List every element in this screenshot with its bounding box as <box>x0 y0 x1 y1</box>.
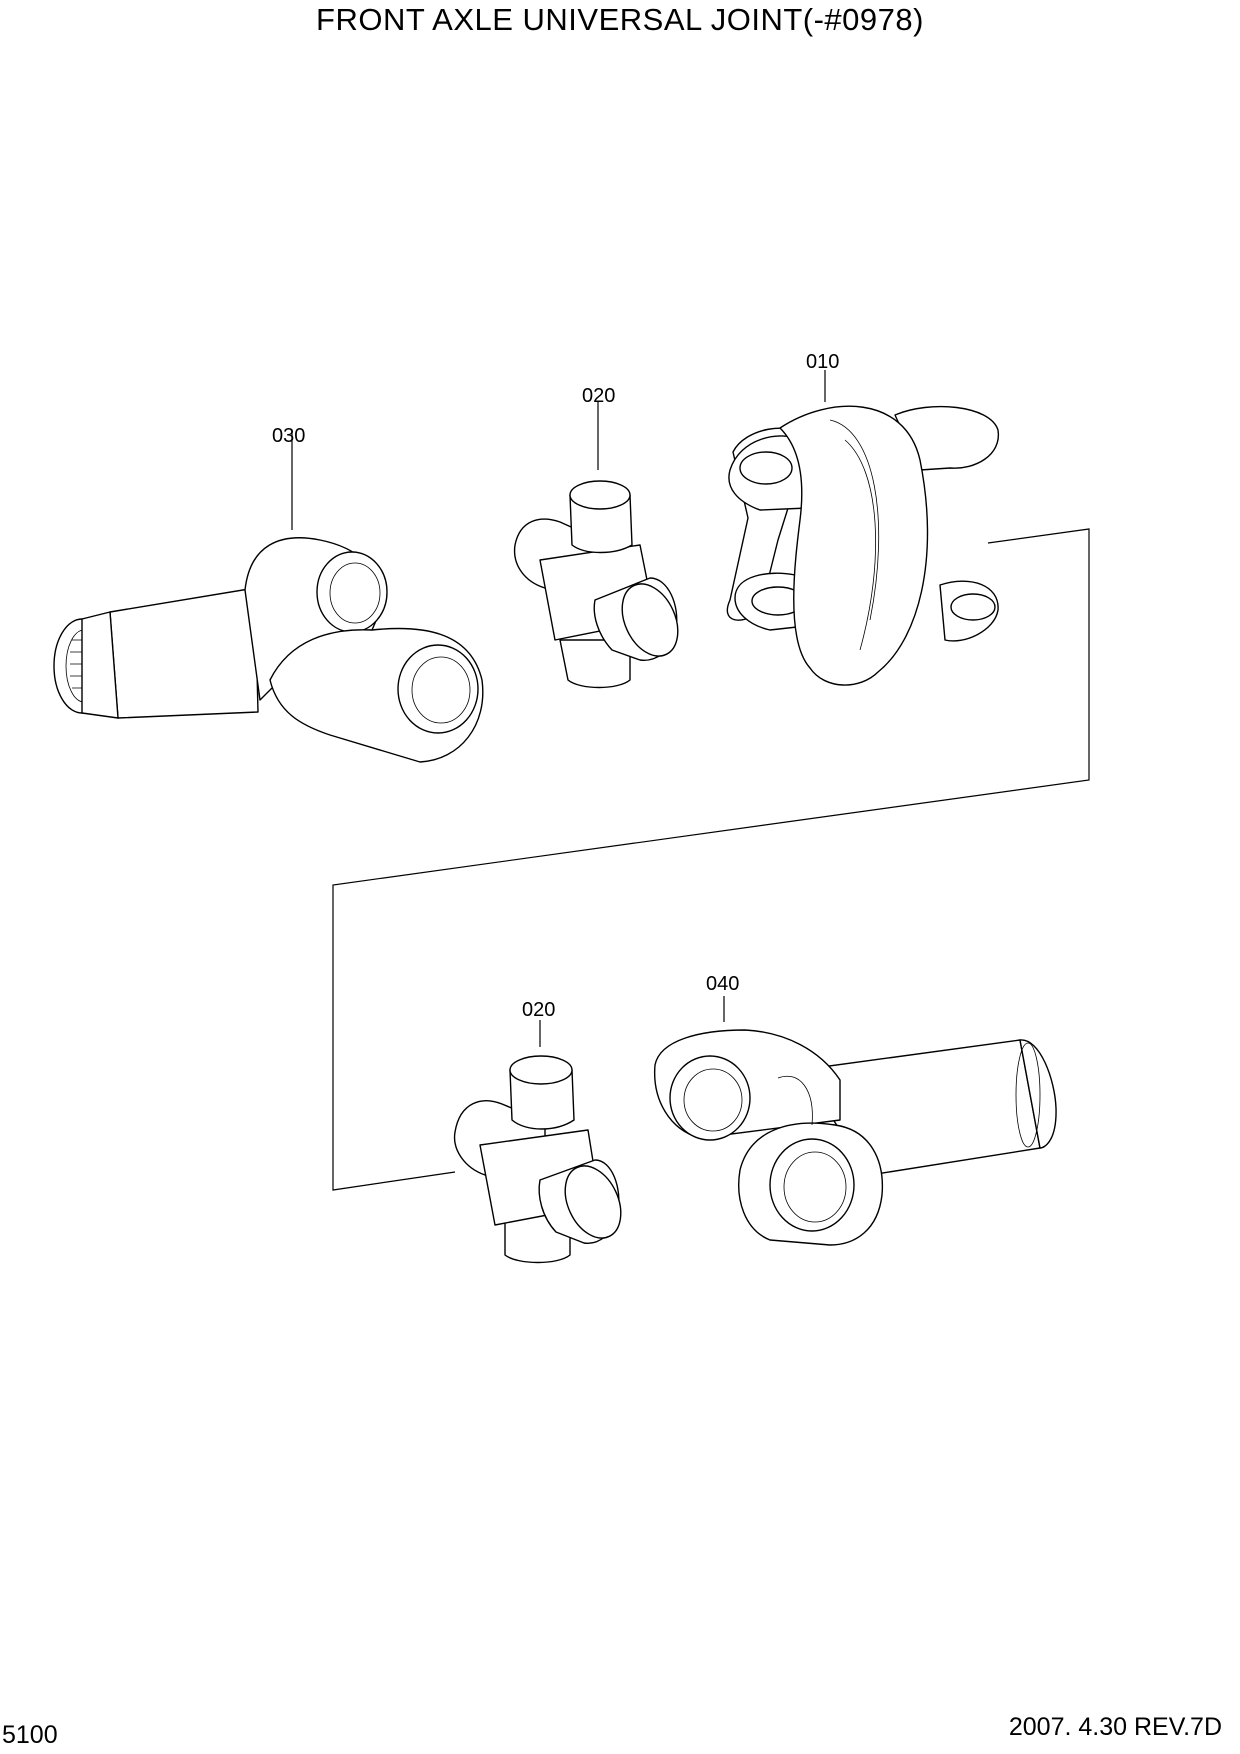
part-010-flange-yoke <box>726 370 1000 686</box>
callout-020-top: 020 <box>582 385 615 407</box>
callout-030: 030 <box>272 425 305 447</box>
page-title: FRONT AXLE UNIVERSAL JOINT(-#0978) <box>316 2 924 37</box>
callout-020-bottom: 020 <box>522 999 555 1021</box>
part-040-slip-yoke <box>653 996 1057 1246</box>
assembly-connector-line <box>332 528 1090 1191</box>
revision-label: 2007. 4.30 REV.7D <box>1008 1713 1222 1741</box>
page-number: 5100 <box>2 1721 58 1749</box>
part-020-spider-bottom <box>453 1020 622 1264</box>
part-020-spider-top <box>513 402 679 689</box>
part-030-slip-yoke <box>53 432 484 763</box>
callout-040: 040 <box>706 973 739 995</box>
callout-010: 010 <box>806 351 839 373</box>
